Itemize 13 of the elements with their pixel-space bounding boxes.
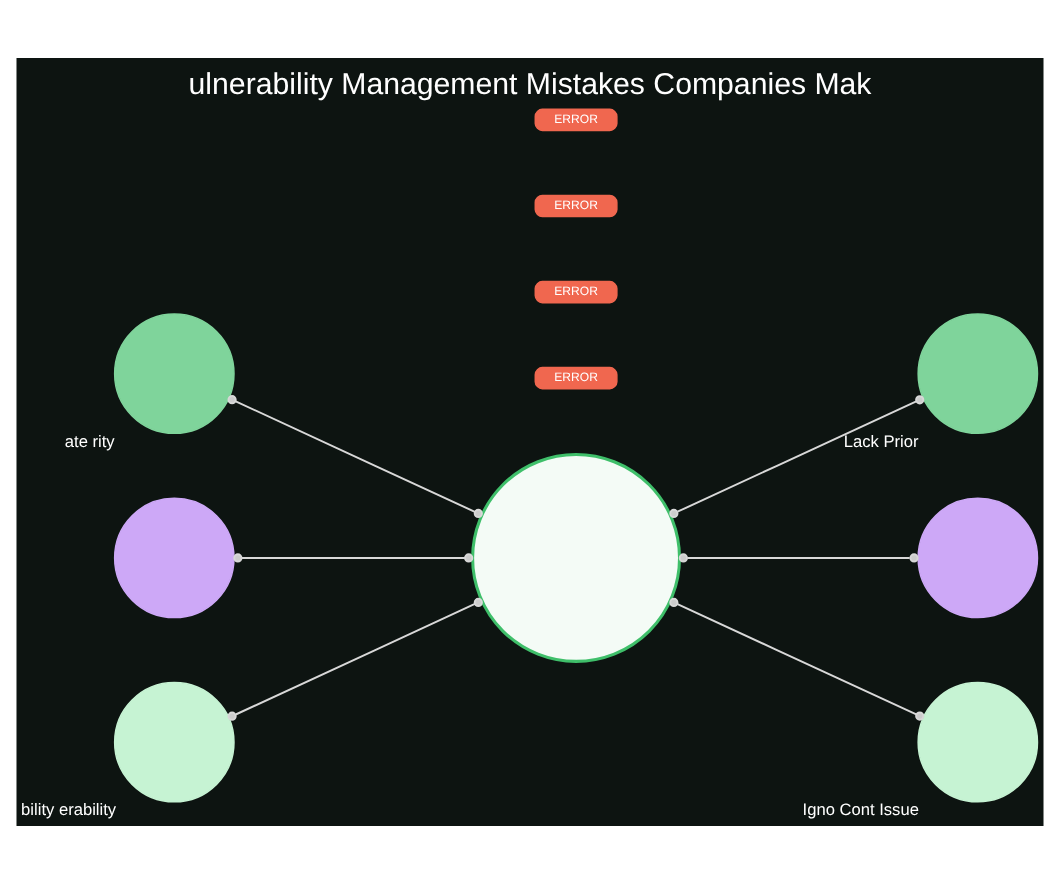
node-label: Lack Prior <box>843 430 919 451</box>
connector <box>227 597 483 721</box>
node-circle <box>917 497 1039 619</box>
node-circle <box>113 497 235 619</box>
connector <box>669 597 925 721</box>
diagram-title: ulnerability Management Mistakes Companies Mak <box>188 68 872 103</box>
node-label: ate rity <box>64 430 115 451</box>
connector <box>227 395 483 519</box>
connector <box>669 395 925 519</box>
node-label: bility erability <box>21 799 117 820</box>
node-label: Igno Cont Issue <box>802 799 919 820</box>
connector <box>678 553 919 563</box>
connector <box>233 553 474 563</box>
